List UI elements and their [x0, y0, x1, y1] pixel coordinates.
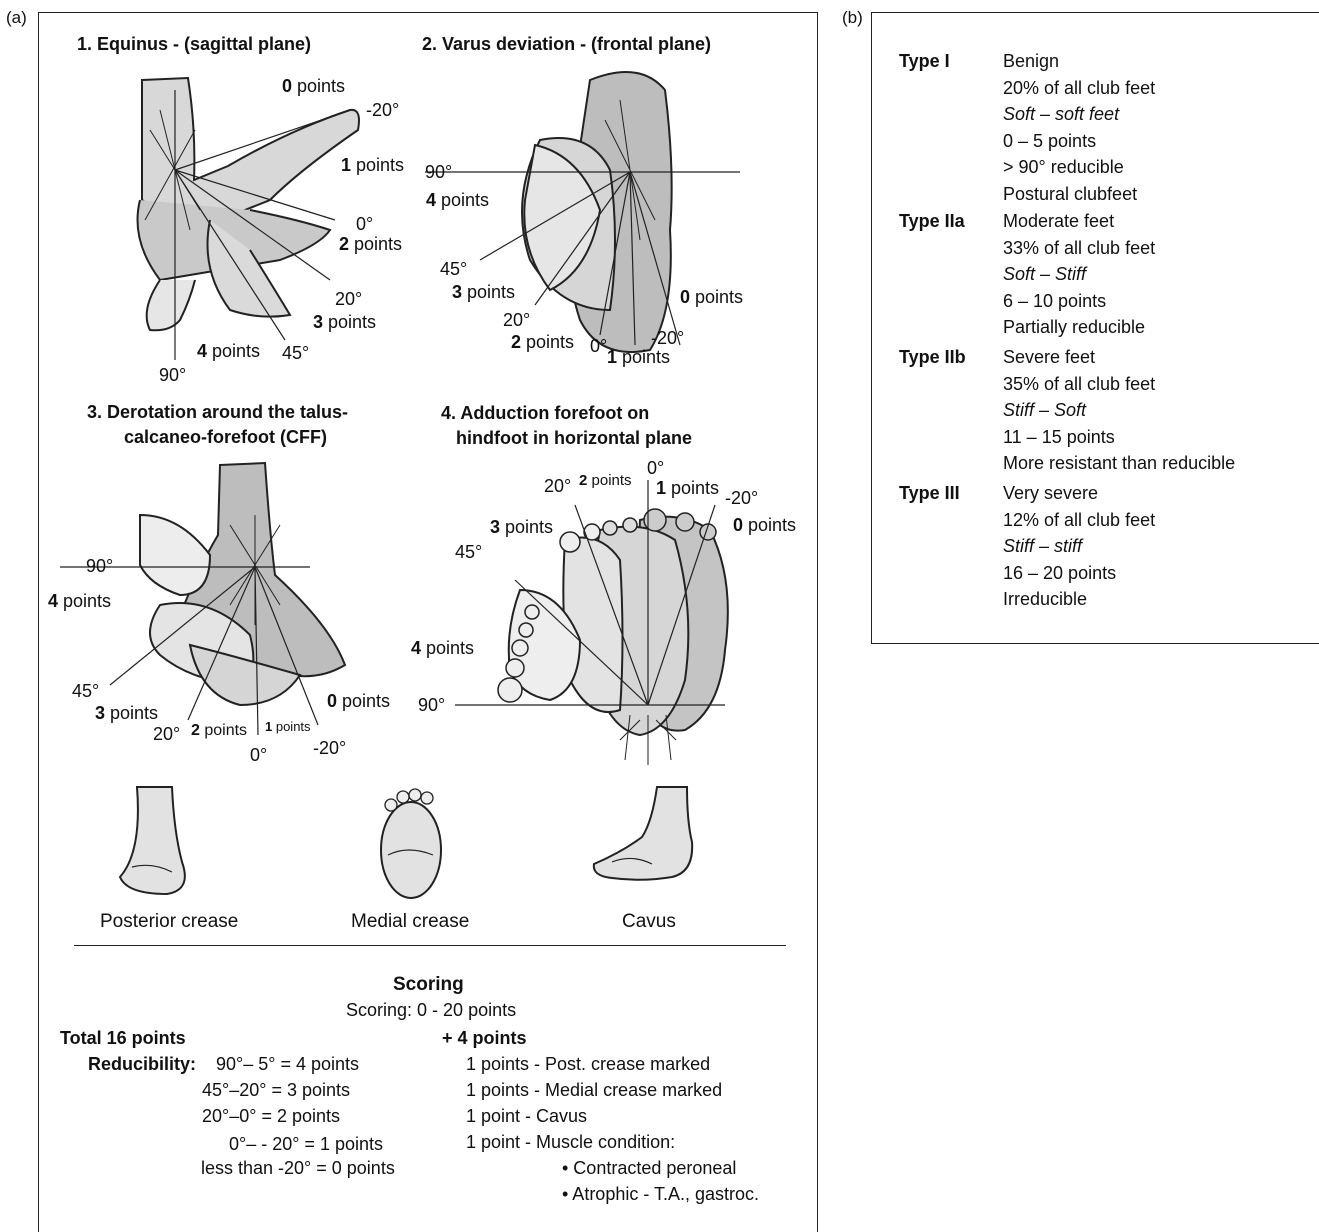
- equinus-0-points: 0 points: [282, 76, 345, 97]
- derotation-20-angle: 20°: [153, 724, 180, 745]
- varus-45-angle: 45°: [440, 259, 467, 280]
- reducibility-label: Reducibility:: [88, 1054, 196, 1075]
- medial-crease-illustration: [373, 785, 453, 905]
- varus-0-angle: 0°: [590, 336, 607, 357]
- reducibility-row: less than -20° = 0 points: [201, 1158, 395, 1179]
- derotation-90-angle: 90°: [86, 556, 113, 577]
- reducibility-row: 0°– - 20° = 1 points: [229, 1134, 383, 1155]
- extra-points-row: 1 point - Cavus: [466, 1106, 587, 1127]
- extra-points-row: 1 points - Medial crease marked: [466, 1080, 722, 1101]
- reducibility-row: 90°– 5° = 4 points: [216, 1054, 359, 1075]
- adduction-20-angle: 20°: [544, 476, 571, 497]
- muscle-bullet: • Atrophic - T.A., gastroc.: [562, 1184, 759, 1205]
- derotation-0-angle: 0°: [250, 745, 267, 766]
- varus-4-points: 4 points: [426, 190, 489, 211]
- type-details: Moderate feet 33% of all club feet Soft …: [1003, 208, 1155, 341]
- adduction-0-angle: 0°: [647, 458, 664, 479]
- varus-3-points: 3 points: [452, 282, 515, 303]
- extra-points-row: 1 point - Muscle condition:: [466, 1132, 675, 1153]
- adduction-title-line2: hindfoot in horizontal plane: [456, 428, 692, 449]
- derotation-title-line2: calcaneo-forefoot (CFF): [124, 427, 327, 448]
- type-details: Benign 20% of all club feet Soft – soft …: [1003, 48, 1155, 208]
- derotation-45-angle: 45°: [72, 681, 99, 702]
- varus-20-angle: 20°: [503, 310, 530, 331]
- adduction-minus20-angle: -20°: [725, 488, 758, 509]
- varus-foot-illustration: [440, 60, 770, 370]
- adduction-title-line1: 4. Adduction forefoot on: [441, 403, 649, 424]
- scoring-range: Scoring: 0 - 20 points: [346, 1000, 516, 1021]
- panel-a-label: (a): [6, 8, 27, 28]
- adduction-1-points: 1 points: [656, 478, 719, 499]
- derotation-2-points: 2 points: [191, 722, 247, 740]
- muscle-bullet: • Contracted peroneal: [562, 1158, 736, 1179]
- panel-b-label: (b): [842, 8, 863, 28]
- adduction-2-points: 2 points: [579, 472, 632, 489]
- equinus-1-points: 1 points: [341, 155, 404, 176]
- type-name: Type III: [899, 483, 960, 504]
- varus-minus20-angle: -20°: [651, 328, 684, 349]
- extra-points-row: 1 points - Post. crease marked: [466, 1054, 710, 1075]
- adduction-3-points: 3 points: [490, 517, 553, 538]
- cavus-illustration: [582, 782, 702, 892]
- equinus-minus20-angle: -20°: [366, 100, 399, 121]
- type-details: Very severe 12% of all club feet Stiff –…: [1003, 480, 1155, 613]
- equinus-4-points: 4 points: [197, 341, 260, 362]
- adduction-45-angle: 45°: [455, 542, 482, 563]
- derotation-3-points: 3 points: [95, 703, 158, 724]
- equinus-title: 1. Equinus - (sagittal plane): [77, 34, 311, 55]
- type-name: Type IIb: [899, 347, 966, 368]
- derotation-title-line1: 3. Derotation around the talus-: [87, 402, 348, 423]
- type-name: Type IIa: [899, 211, 965, 232]
- derotation-0-points: 0 points: [327, 691, 390, 712]
- derotation-minus20-angle: -20°: [313, 738, 346, 759]
- varus-90-angle: 90°: [425, 162, 452, 183]
- type-details: Severe feet 35% of all club feet Stiff –…: [1003, 344, 1235, 477]
- adduction-90-angle: 90°: [418, 695, 445, 716]
- equinus-0-angle: 0°: [356, 214, 373, 235]
- varus-1-points: 1 points: [607, 347, 670, 368]
- posterior-crease-illustration: [112, 782, 212, 902]
- adduction-4-points: 4 points: [411, 638, 474, 659]
- equinus-45-angle: 45°: [282, 343, 309, 364]
- posterior-crease-caption: Posterior crease: [100, 911, 238, 933]
- equinus-3-points: 3 points: [313, 312, 376, 333]
- reducibility-row: 45°–20° = 3 points: [202, 1080, 350, 1101]
- derotation-4-points: 4 points: [48, 591, 111, 612]
- varus-2-points: 2 points: [511, 332, 574, 353]
- equinus-20-angle: 20°: [335, 289, 362, 310]
- varus-0-points: 0 points: [680, 287, 743, 308]
- derotation-1-points: 1 points: [265, 719, 311, 734]
- reducibility-row: 20°–0° = 2 points: [202, 1106, 340, 1127]
- scoring-title: Scoring: [393, 974, 464, 996]
- equinus-90-angle: 90°: [159, 365, 186, 386]
- varus-title: 2. Varus deviation - (frontal plane): [422, 34, 711, 55]
- scoring-plus: + 4 points: [442, 1028, 527, 1049]
- type-name: Type I: [899, 51, 950, 72]
- scoring-divider: [74, 945, 786, 946]
- equinus-2-points: 2 points: [339, 234, 402, 255]
- medial-crease-caption: Medial crease: [351, 911, 469, 933]
- scoring-total: Total 16 points: [60, 1028, 186, 1049]
- cavus-caption: Cavus: [622, 911, 676, 933]
- adduction-0-points: 0 points: [733, 515, 796, 536]
